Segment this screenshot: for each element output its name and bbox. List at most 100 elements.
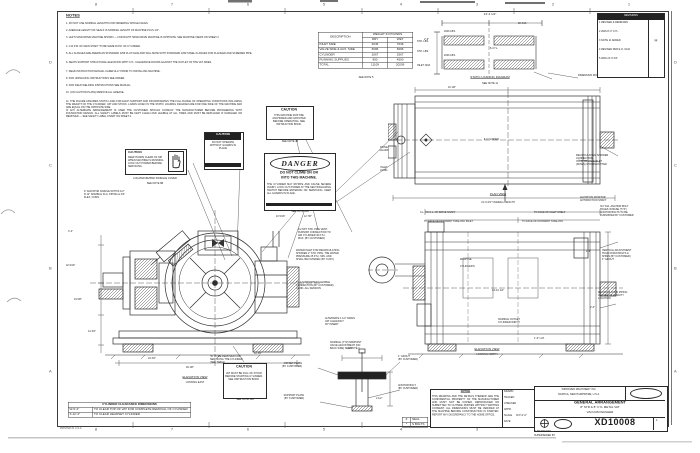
callout-cylinder-removal: 'W' TO BE REMOVED FOR SERVICING THE CYLI… <box>210 355 243 365</box>
static-diagram-note: SEE NOTE 11 <box>482 82 498 85</box>
notes-item: 3. LEFT HAND DRIVE MACHINE SHOWN — FOR R… <box>66 36 219 39</box>
dim-label: 12 7/8" <box>304 215 312 218</box>
dim-label: 28 3/16 <box>518 22 527 25</box>
approval-row-label: SCALE <box>504 414 513 417</box>
caution-3-note: SEE NOTE 4B <box>281 140 299 143</box>
legend-row: * S BOLTS <box>402 421 428 428</box>
anchor-bolt-detail <box>317 348 401 412</box>
centerline-label: ℄ CYLINDER <box>484 138 499 141</box>
weight-table: DESCRIPTION WEIGHT IN POUNDS DRY WET INL… <box>317 22 414 78</box>
caution-4-title: CAUTION <box>236 365 252 369</box>
notes-item: 6. SEATS SUPPORT STRUCTURAL ELEVATION WI… <box>66 61 212 64</box>
danger-line1: DO NOT CLIMB ON OR <box>279 171 319 175</box>
caution-2-body: DO NOT OPERATE WITHOUT GUARDS IN PLACE <box>209 141 237 151</box>
revision-row: 5 WAS 21'-5 3/4" <box>599 57 618 60</box>
front-view-caption2: LOOKING EAST <box>185 381 205 384</box>
notes-item: 9. FOR FIELD WELDING INSTRUCTIONS SEE MA… <box>66 84 132 87</box>
dim-label: TO FACE OF DOORWAY TAKE-OFF INLET <box>424 220 473 223</box>
supersedes-label: SUPERSEDES <box>534 430 552 433</box>
dim-label: NOMINAL OUTLET CYLINDER WIDTH <box>498 318 520 325</box>
callout-grout: 1" GROUT (BY CUSTOMER) <box>398 355 418 362</box>
zone-number-top: 8 <box>94 2 98 7</box>
caution-2-header-bar <box>205 133 241 140</box>
approval-row-label: APPR. <box>504 408 512 411</box>
company-location: NASHUA, NEW HAMPSHIRE, U.S.A. <box>558 392 600 396</box>
caution-label-3 <box>266 106 314 140</box>
std-label: INLET NOZ. <box>417 64 431 67</box>
dim-label: 19 5/8" <box>74 298 82 301</box>
dim-label: 10 3/4" <box>254 352 262 355</box>
impco-logo-oval <box>554 419 572 429</box>
table-row: TOTAL 11109 20209 <box>317 62 414 69</box>
drawing-number-suffix: 1 <box>656 419 658 422</box>
callout-anchor-bolt: ANCHOR BOLT (BY CUSTOMER) <box>398 384 418 391</box>
dim-label: 14 3/4" <box>88 330 96 333</box>
std-label: STD. LBS. <box>417 40 429 43</box>
dim-label: 2'-6" <box>424 38 429 41</box>
revision-header: REVISIONS <box>624 13 638 17</box>
dim-label: TO FACE OF INLET SHELF <box>534 211 566 214</box>
dim-label: 24 3/4" <box>148 357 156 360</box>
zone-letter-right: A <box>674 369 677 374</box>
danger-line2: INTO THIS MACHINE. <box>281 176 317 180</box>
approval-row-label: DRAWN <box>504 390 514 393</box>
zone-number-top: 6 <box>246 2 250 7</box>
weight-table-header-desc: DESCRIPTION <box>317 31 363 43</box>
drawing-title-line3: VACUUM WASHER <box>586 411 614 414</box>
dim-label: 42 9/16" <box>66 264 76 267</box>
danger-note: SEE NOTE 11B <box>291 210 309 213</box>
footer-print-note: PRINTED IN U.S.A. <box>60 427 83 430</box>
cell-desc: TO CLEAR HEADSET CYLINDER <box>92 412 191 418</box>
zone-number-top: 7 <box>170 2 174 7</box>
elevation-view-caption: ELEVATION VIEW <box>474 348 500 351</box>
dim-label: TO FACE OF DOORWAY TAKE-OFF <box>522 220 564 223</box>
dim-label: 16 1/8" <box>448 86 456 89</box>
legend-box: # SEAL * S BOLTS <box>402 407 428 437</box>
revision-divider <box>648 20 649 77</box>
title-block-divider-vert <box>625 387 626 400</box>
revision-zone: H <box>654 38 658 43</box>
dim-label: 14'-3 1/2" <box>483 13 497 16</box>
callout-center-of-gravity: RECIRCULATION PIPING CENTER OF GRAVITY L… <box>598 291 628 301</box>
caution-4-body: VAT MUST BE FULL OF STOCK BEFORE STARTIN… <box>225 372 263 382</box>
notes-item: 10. (ON CAUTION PLATE) REMOVE ALL GREASE… <box>66 91 125 94</box>
zone-number-bottom: 7 <box>170 427 174 432</box>
zone-number-bottom: 8 <box>94 427 98 432</box>
table-row: X-12'-4" TO CLEAR HEADSET CYLINDER <box>68 412 191 418</box>
caution-label-4 <box>223 363 267 399</box>
approval-row-value: 3/4"=1'-0" <box>516 414 527 417</box>
notes-item: 5. ALL FLANGES ARE AMERICAN STANDARD 125… <box>66 52 253 55</box>
dim-label: 1'-6" <box>586 250 591 253</box>
elevation-view-caption2: LOOKING NORTH <box>476 353 498 356</box>
zone-number-top: 2 <box>551 2 555 7</box>
plan-view-caption: PLAN VIEW <box>489 193 507 196</box>
drawing-number: XD10008 <box>594 417 636 427</box>
revision-header-bar <box>598 14 664 20</box>
zone-letter-left: C <box>49 163 52 168</box>
revision-row: 1 REVISED & REDRAWN <box>599 21 628 24</box>
danger-title-oval: DANGER <box>270 156 330 171</box>
zone-letter-left: A <box>49 369 52 374</box>
callout-agitator-nozzle: 6" AGITATOR NOZZLE WITH R-1/2" R 12" NOM… <box>84 190 125 200</box>
dim-label: 3'-4" <box>68 230 73 233</box>
zone-number-top: 4 <box>399 2 403 7</box>
dim-label: 1'-0" LAT. <box>534 337 545 340</box>
notes-item: 1. DO NOT USE NOMINAL LENGTHS FOR ORDERI… <box>66 22 149 25</box>
zone-number-top: 1 <box>627 2 631 7</box>
callout-flexible-connection: TO A SUPPORTED FLEXIBLE CONNECTION (BY C… <box>296 281 334 291</box>
revision-row: 2 WAS 8'-0" CYL. <box>599 30 619 33</box>
notes-item: 4. C.R.P.M. OF MAIN SHAFT TO BE SAME R.P… <box>66 45 141 48</box>
revision-row: 3 NOTE 11 ADDED <box>599 39 621 42</box>
company-logo-oval <box>630 388 662 399</box>
callout-support-plate: SUPPORT PLATE (BY CUSTOMER) <box>283 394 304 401</box>
callout-anchor-bolt-holes: 3/4" DIA. ANCHOR BOLT HOLES IN BASE (TYP… <box>600 205 634 218</box>
centerline-label: ℄ CYL. <box>490 47 498 50</box>
disclaimer-box <box>430 389 503 428</box>
caution-4-note: SEE NOTE 11B <box>236 398 254 401</box>
dim-label: C.L. TO C.L. OF DRIVE SHAFT <box>420 211 456 214</box>
caution-1-note: SEE NOTE 9B <box>146 182 164 185</box>
company-name: IMPROVED MACHINERY INC. <box>561 388 597 391</box>
zone-letter-right: B <box>674 266 677 271</box>
legend-symbol: * <box>402 421 411 428</box>
